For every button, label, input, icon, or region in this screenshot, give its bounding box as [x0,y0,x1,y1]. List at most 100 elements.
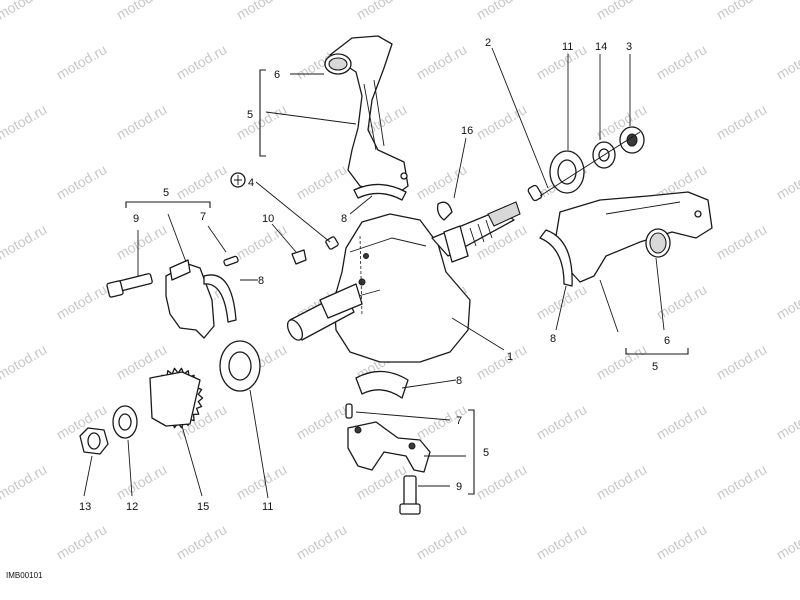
watermark-text: motod.ru [354,0,410,23]
watermark-text: motod.ru [414,41,470,82]
bracket-5-right [625,348,689,355]
watermark-text: motod.ru [594,0,650,23]
watermark-text: motod.ru [654,41,710,82]
callout-labels: 1 2 3 4 5 5 5 5 6 6 7 7 8 8 8 8 9 9 10 1… [79,37,670,513]
dowel-pin-2 [527,184,543,202]
watermark-text: motod.ru [714,461,770,502]
circled-mark-4 [230,172,246,188]
watermark-text: motod.ru [534,521,590,562]
washer-12 [112,405,138,439]
dowel-pin-7-bottom [345,403,353,419]
watermark-text: motod.ru [0,341,49,382]
label-7-left: 7 [200,211,206,223]
watermark-text: motod.ru [714,341,770,382]
watermark-text: motod.ru [174,521,230,562]
label-13: 13 [79,501,91,513]
watermark-text: motod.ru [0,461,49,502]
label-8-bottom: 8 [456,375,462,387]
label-9-bottom: 9 [456,481,462,493]
label-6-right: 6 [664,335,670,347]
label-5-right: 5 [652,361,658,373]
bearing-shell-right [539,229,573,287]
connecting-rod-right [555,191,713,283]
label-15: 15 [197,501,209,513]
label-5-left: 5 [163,187,169,199]
watermark-text: motod.ru [714,101,770,142]
watermark-text: motod.ru [0,101,49,142]
label-16: 16 [461,125,473,137]
watermark-text: motod.ru [234,221,290,262]
label-9-left: 9 [133,213,139,225]
thrust-washer-11-bottom [219,340,261,392]
watermark-text: motod.ru [234,461,290,502]
label-3: 3 [626,41,632,53]
watermark-text: motod.ru [54,521,110,562]
crankshaft [286,201,521,363]
watermark-text: motod.ru [114,101,170,142]
label-8-right: 8 [550,333,556,345]
label-5-bottom: 5 [483,447,489,459]
leader-lines [83,47,665,499]
thrust-washer-11-top [549,150,585,194]
watermark-text: motod.ru [0,221,49,262]
watermark-text: motod.ru [414,521,470,562]
watermark-text: motod.ru [474,101,530,142]
label-8-top: 8 [341,213,347,225]
dowel-pin-7-left [223,255,239,267]
watermark-text: motod.ru [114,461,170,502]
watermark-text: motod.ru [174,161,230,202]
bracket-5-bottom [468,409,475,495]
watermark-text: motod.ru [714,0,770,23]
watermark-text: motod.ru [474,0,530,23]
watermark-text: motod.ru [594,341,650,382]
watermark-text: motod.ru [234,101,290,142]
watermark-text: motod.ru [714,221,770,262]
watermark-text: motod.ru [414,161,470,202]
label-5-top: 5 [247,109,253,121]
watermark-text: motod.ru [294,401,350,442]
watermark-text: motod.ru [654,281,710,322]
label-4: 4 [248,177,254,189]
watermark-text: motod.ru [294,521,350,562]
label-14: 14 [595,41,607,53]
label-11-bottom: 11 [262,501,273,513]
watermark-text: motod.ru [534,401,590,442]
watermark-text: motod.ru [54,281,110,322]
label-11-top: 11 [562,41,573,53]
watermark-text: motod.ru [54,41,110,82]
watermark-text: motod.ru [774,281,800,322]
bearing-shell-left [203,274,237,323]
watermark-text: motod.ru [654,521,710,562]
label-12: 12 [126,501,138,513]
watermark-text: motod.ru [774,41,800,82]
nut-13 [79,427,109,455]
watermark-text: motod.ru [114,221,170,262]
bearing-shell-bottom [355,370,409,399]
label-2: 2 [485,37,491,49]
connecting-rod-upper [324,35,409,197]
timing-gear-15 [149,367,204,429]
cap-bolt-9-left [106,273,153,298]
watermark-text: motod.ru [594,461,650,502]
rod-cap-bottom [347,421,431,473]
rod-cap-left [165,259,215,339]
label-1: 1 [507,351,513,363]
plug-10 [291,249,307,265]
watermark-text: motod.ru [474,341,530,382]
label-10: 10 [262,213,274,225]
plug-4 [325,236,339,250]
watermark-text: motod.ru [474,461,530,502]
watermark-text: motod.ru [174,41,230,82]
bracket-5-top [259,69,266,157]
watermark-text: motod.ru [534,281,590,322]
watermark-text: motod.ru [654,401,710,442]
watermark-text: motod.ru [774,161,800,202]
label-7-bottom: 7 [456,415,462,427]
bearing-shell-upper [353,183,407,201]
watermark-text: motod.ru [114,0,170,23]
watermark-text: motod.ru [234,0,290,23]
cap-bolt-9-bottom [399,475,421,515]
label-8-left: 8 [258,275,264,287]
woodruff-key-16 [436,201,453,221]
